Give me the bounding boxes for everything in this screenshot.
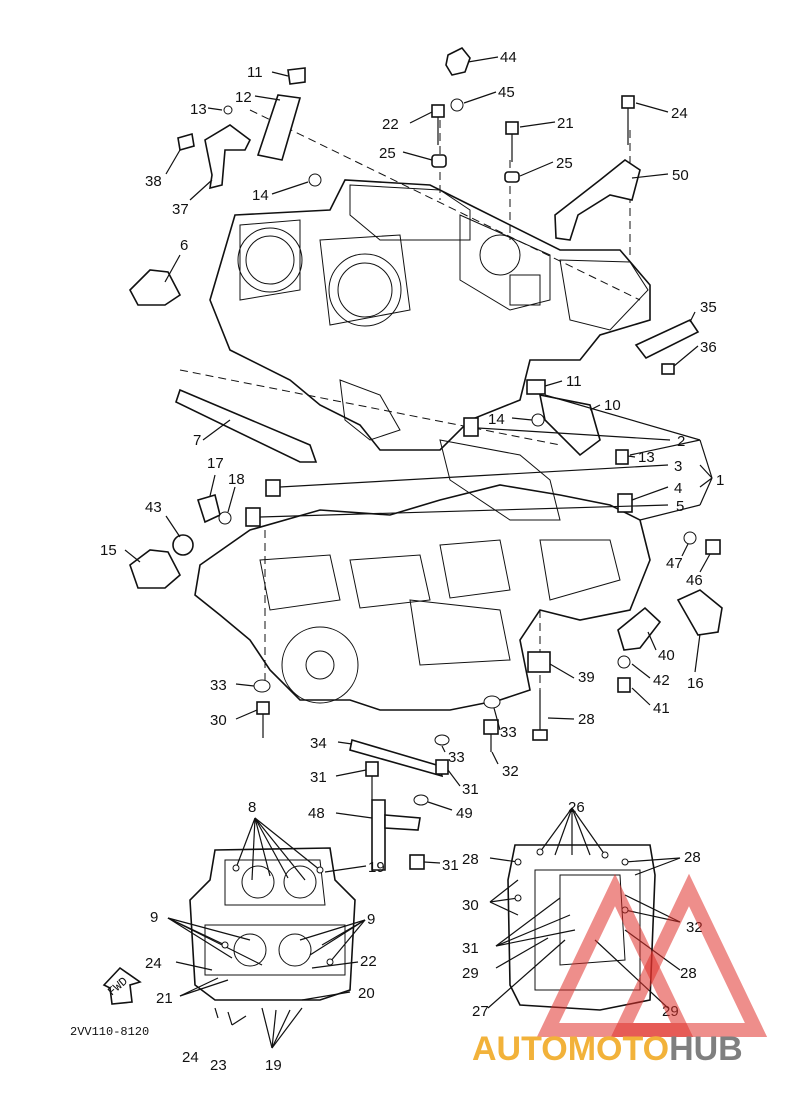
callout-24-low: 24 <box>145 955 162 972</box>
callout-13-top: 13 <box>190 101 207 118</box>
callout-13-mid: 13 <box>638 449 655 466</box>
callout-19-bottom: 19 <box>265 1057 282 1074</box>
callout-45: 45 <box>498 84 515 101</box>
callout-24-top: 24 <box>671 105 688 122</box>
callout-43: 43 <box>145 499 162 516</box>
callout-41: 41 <box>653 700 670 717</box>
callout-50: 50 <box>672 167 689 184</box>
callout-25-right: 25 <box>556 155 573 172</box>
callout-18: 18 <box>228 471 245 488</box>
callout-23: 23 <box>210 1057 227 1074</box>
upper-crankcase <box>209 179 651 451</box>
callout-42: 42 <box>653 672 670 689</box>
callout-48: 48 <box>308 805 325 822</box>
drawing-code: 2VV110-8120 <box>70 1025 149 1039</box>
callout-22-low: 22 <box>360 953 377 970</box>
callout-11-top: 11 <box>247 64 263 81</box>
watermark-text: AUTOMOTOHUB <box>472 1030 743 1068</box>
callout-28-b: 28 <box>684 849 701 866</box>
callout-25-left: 25 <box>379 145 396 162</box>
callout-31-c: 31 <box>442 857 459 874</box>
callout-11-mid: 11 <box>566 373 582 390</box>
callout-33-mid: 33 <box>500 724 517 741</box>
callout-33-low: 33 <box>448 749 465 766</box>
callout-26: 26 <box>568 799 585 816</box>
callout-9-right: 9 <box>367 911 375 928</box>
callout-47: 47 <box>666 555 683 572</box>
callout-35: 35 <box>700 299 717 316</box>
callout-28-mid: 28 <box>578 711 595 728</box>
callout-21: 21 <box>557 115 574 132</box>
callout-8: 8 <box>248 799 256 816</box>
callout-10: 10 <box>604 397 621 414</box>
watermark-triangle-right <box>610 873 768 1037</box>
callout-30-right: 30 <box>462 897 479 914</box>
small-parts <box>129 46 723 871</box>
callout-29-a: 29 <box>462 965 479 982</box>
callout-36: 36 <box>700 339 717 356</box>
callout-30-left: 30 <box>210 712 227 729</box>
callout-31-b: 31 <box>462 781 479 798</box>
callout-32-mid: 32 <box>502 763 519 780</box>
callout-16: 16 <box>687 675 704 692</box>
callout-24-bottom: 24 <box>182 1049 199 1066</box>
callout-17: 17 <box>207 455 224 472</box>
callout-7: 7 <box>193 432 201 449</box>
callout-40: 40 <box>658 647 675 664</box>
callout-9-left: 9 <box>150 909 158 926</box>
callout-1: 1 <box>716 472 724 489</box>
callout-5: 5 <box>676 498 684 515</box>
callout-38: 38 <box>145 173 162 190</box>
callout-28-a: 28 <box>462 851 479 868</box>
callout-14-mid: 14 <box>488 411 505 428</box>
callout-27: 27 <box>472 1003 489 1020</box>
forward-arrow: FWD <box>102 966 142 1005</box>
callout-44: 44 <box>500 49 517 66</box>
callout-20: 20 <box>358 985 375 1002</box>
callout-46: 46 <box>686 572 703 589</box>
callout-4: 4 <box>674 480 682 497</box>
callout-33-left: 33 <box>210 677 227 694</box>
callout-12: 12 <box>235 89 252 106</box>
automotohub-watermark: AUTOMOTOHUB <box>472 873 768 1068</box>
callout-39: 39 <box>578 669 595 686</box>
callout-14-top: 14 <box>252 187 269 204</box>
callout-6: 6 <box>180 237 188 254</box>
callout-34: 34 <box>310 735 327 752</box>
callout-31-right: 31 <box>462 940 479 957</box>
callout-19-top: 19 <box>368 859 385 876</box>
callout-37: 37 <box>172 201 189 218</box>
callout-49: 49 <box>456 805 473 822</box>
callout-2: 2 <box>677 433 685 450</box>
callout-31-a: 31 <box>310 769 327 786</box>
callout-3: 3 <box>674 458 682 475</box>
callout-22-top: 22 <box>382 116 399 133</box>
leader-lines <box>124 56 713 1049</box>
callout-28-c: 28 <box>680 965 697 982</box>
callout-21-low: 21 <box>156 990 173 1007</box>
callout-15: 15 <box>100 542 117 559</box>
